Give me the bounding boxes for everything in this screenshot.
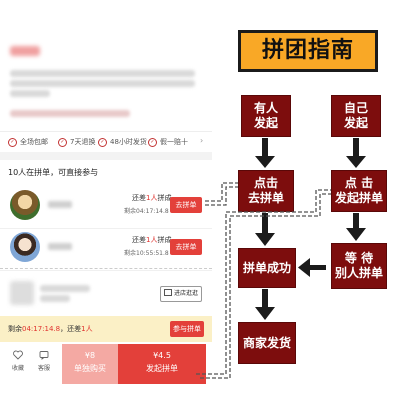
product-title-blurred	[10, 90, 50, 97]
price-blurred	[10, 46, 40, 56]
favorite-tab[interactable]: 收藏	[6, 350, 30, 372]
arrow-wait-to-success	[298, 258, 326, 277]
avatar	[10, 190, 40, 220]
shop-logo-blurred	[10, 281, 34, 305]
arrow-start-a-to-join	[255, 138, 275, 168]
check-icon: ✓	[58, 137, 67, 147]
start-group-button[interactable]: ¥4.5 发起拼单	[118, 344, 206, 384]
customer-service-tab[interactable]: 客服	[32, 350, 56, 372]
countdown-bar: 剩余04:17:14.8，还差1人 参与拼单	[0, 316, 212, 342]
step-wait-others: 等 待 别人拼单	[331, 243, 387, 289]
chevron-right-icon[interactable]: ›	[200, 136, 204, 145]
member-name-blurred	[48, 243, 72, 250]
guarantee-item: ✓全场包邮	[8, 137, 48, 147]
arrow-click-to-wait	[346, 213, 366, 241]
arrow-join-to-success	[255, 213, 275, 246]
guarantee-item: ✓48小时发货	[98, 137, 147, 147]
step-click-start: 点 击 发起拼单	[331, 170, 387, 212]
join-group-button[interactable]: 去拼单	[170, 239, 202, 255]
shop-name-blurred	[40, 285, 90, 292]
dashed-connector-start-button	[196, 189, 331, 379]
guarantee-item: ✓7天退换	[58, 137, 95, 147]
group-list-header: 10人在拼单，可直接参与	[8, 168, 99, 177]
shop-icon	[163, 289, 172, 296]
arrow-start-b-to-click	[346, 138, 366, 168]
step-click-join: 点击 去拼单	[238, 170, 294, 212]
check-icon: ✓	[148, 137, 157, 147]
bottom-action-bar: 收藏 客服 ¥8 单独购买 ¥4.5 发起拼单	[0, 344, 212, 384]
check-icon: ✓	[8, 137, 17, 147]
arrow-success-to-ship	[255, 289, 275, 320]
divider-band	[0, 152, 212, 160]
remain-time: 剩余10:55:51.8	[124, 250, 169, 257]
product-page-screenshot: ✓全场包邮 ✓7天退换 ✓48小时发货 ✓假一赔十 › 10人在拼单，可直接参与…	[0, 46, 212, 384]
step-someone-starts: 有人 发起	[241, 95, 291, 137]
step-merchant-ships: 商家发货	[238, 322, 296, 364]
guarantee-item: ✓假一赔十	[148, 137, 188, 147]
remain-time: 剩余04:17:14.8	[124, 208, 169, 215]
member-name-blurred	[48, 201, 72, 208]
diagram-title: 拼团指南	[238, 30, 378, 72]
check-icon: ✓	[98, 137, 107, 147]
dashed-divider	[0, 268, 212, 277]
shop-info-blurred	[40, 295, 70, 302]
product-title-blurred	[10, 80, 195, 87]
buy-alone-button[interactable]: ¥8 单独购买	[62, 344, 118, 384]
shop-row: 进店逛逛	[0, 276, 212, 312]
step-self-starts: 自己 发起	[331, 95, 381, 137]
chat-icon	[39, 351, 49, 360]
product-title-blurred	[10, 70, 195, 77]
avatar	[10, 232, 40, 262]
join-group-bar-button[interactable]: 参与拼单	[170, 321, 204, 337]
visit-shop-button[interactable]: 进店逛逛	[160, 286, 202, 302]
group-member-row: 还差1人拼成 剩余10:55:51.8 去拼单	[0, 226, 212, 271]
promo-line-blurred	[10, 110, 130, 117]
group-member-row: 还差1人拼成 剩余04:17:14.8 去拼单	[0, 184, 212, 229]
countdown-text: 剩余04:17:14.8，还差1人	[8, 325, 93, 333]
dashed-connector-join-button	[205, 182, 238, 206]
step-group-success: 拼单成功	[238, 248, 296, 288]
need-count-text: 还差1人拼成	[132, 194, 172, 202]
heart-icon	[13, 350, 23, 360]
join-group-button[interactable]: 去拼单	[170, 197, 202, 213]
need-count-text: 还差1人拼成	[132, 236, 172, 244]
